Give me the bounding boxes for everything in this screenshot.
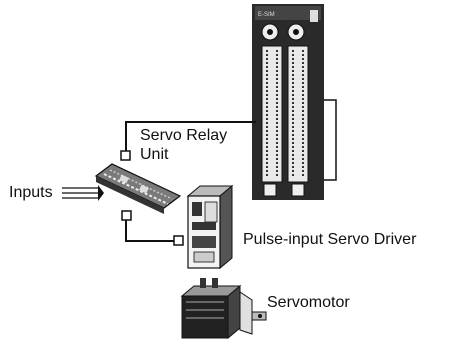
relay-label-line1: Servo Relay [140,127,227,145]
servomotor [182,278,266,338]
terminal-block-right [288,46,308,182]
rotary-switch-right [288,24,304,40]
input-arrows [62,185,104,201]
driver-label: Pulse-input Servo Driver [243,231,416,249]
servo-relay-unit [96,164,180,214]
relay-label-line2: Unit [140,146,168,164]
motor-label: Servomotor [267,294,350,312]
inputs-label: Inputs [9,184,53,202]
svg-text:E-SIM: E-SIM [258,12,275,18]
terminal-block-left [262,46,282,182]
cable-relay-to-driver [126,220,176,241]
rotary-switch-left [262,24,278,40]
servo-driver [188,186,232,268]
position-control-unit: E-SIM [252,4,336,200]
